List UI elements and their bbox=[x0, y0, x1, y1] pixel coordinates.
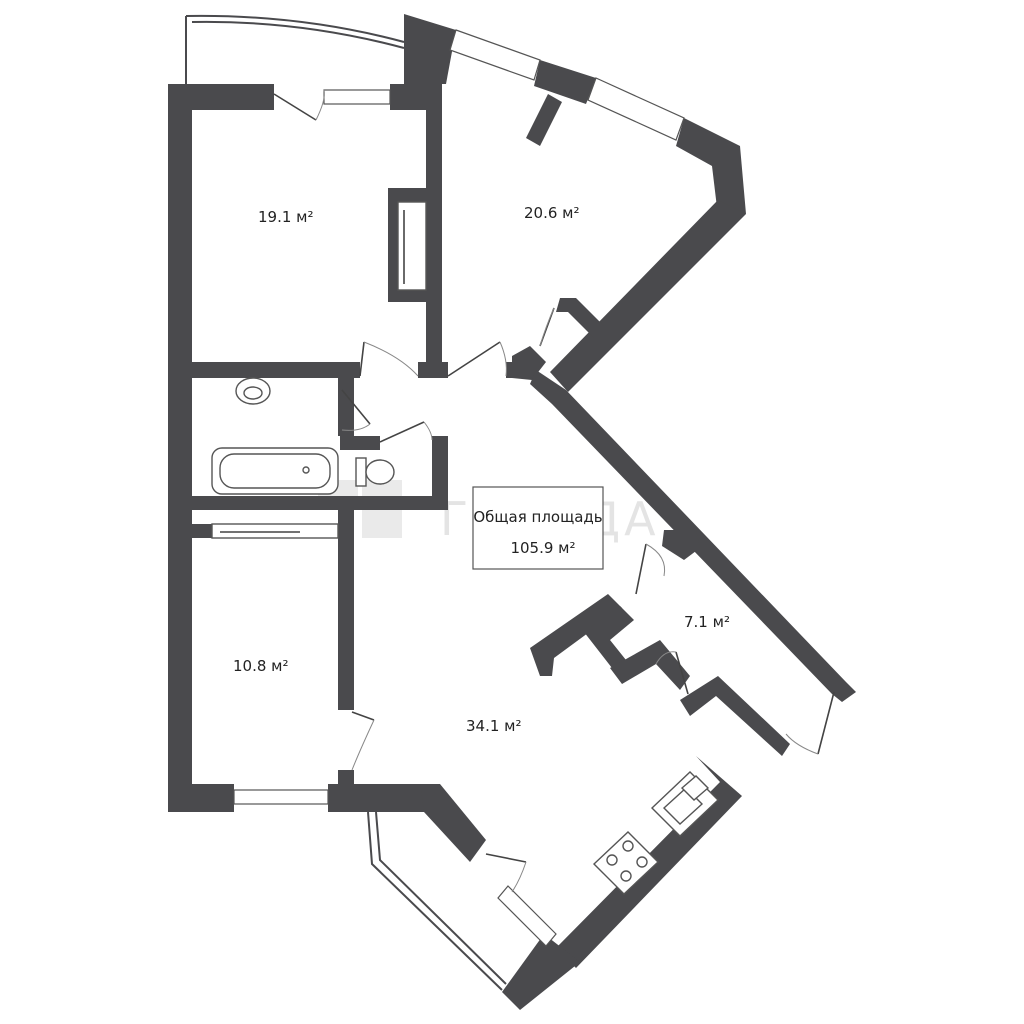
toilet-icon bbox=[355, 457, 367, 487]
room-area-20-6: 20.6 м² bbox=[524, 204, 580, 222]
room-area-7-1: 7.1 м² bbox=[684, 613, 730, 631]
stove-icon bbox=[592, 831, 660, 895]
total-area-box: Общая площадь 105.9 м² bbox=[472, 486, 604, 570]
total-area-label: Общая площадь bbox=[473, 508, 602, 526]
doors bbox=[273, 89, 835, 893]
room-labels: 19.1 м² 20.6 м² 10.8 м² 34.1 м² 7.1 м² bbox=[233, 204, 730, 735]
room-area-10-8: 10.8 м² bbox=[233, 657, 289, 675]
fixtures bbox=[211, 201, 720, 895]
windows bbox=[185, 14, 685, 991]
room-area-34-1: 34.1 м² bbox=[466, 717, 522, 735]
total-area-value: 105.9 м² bbox=[510, 539, 575, 557]
room-area-19-1: 19.1 м² bbox=[258, 208, 314, 226]
